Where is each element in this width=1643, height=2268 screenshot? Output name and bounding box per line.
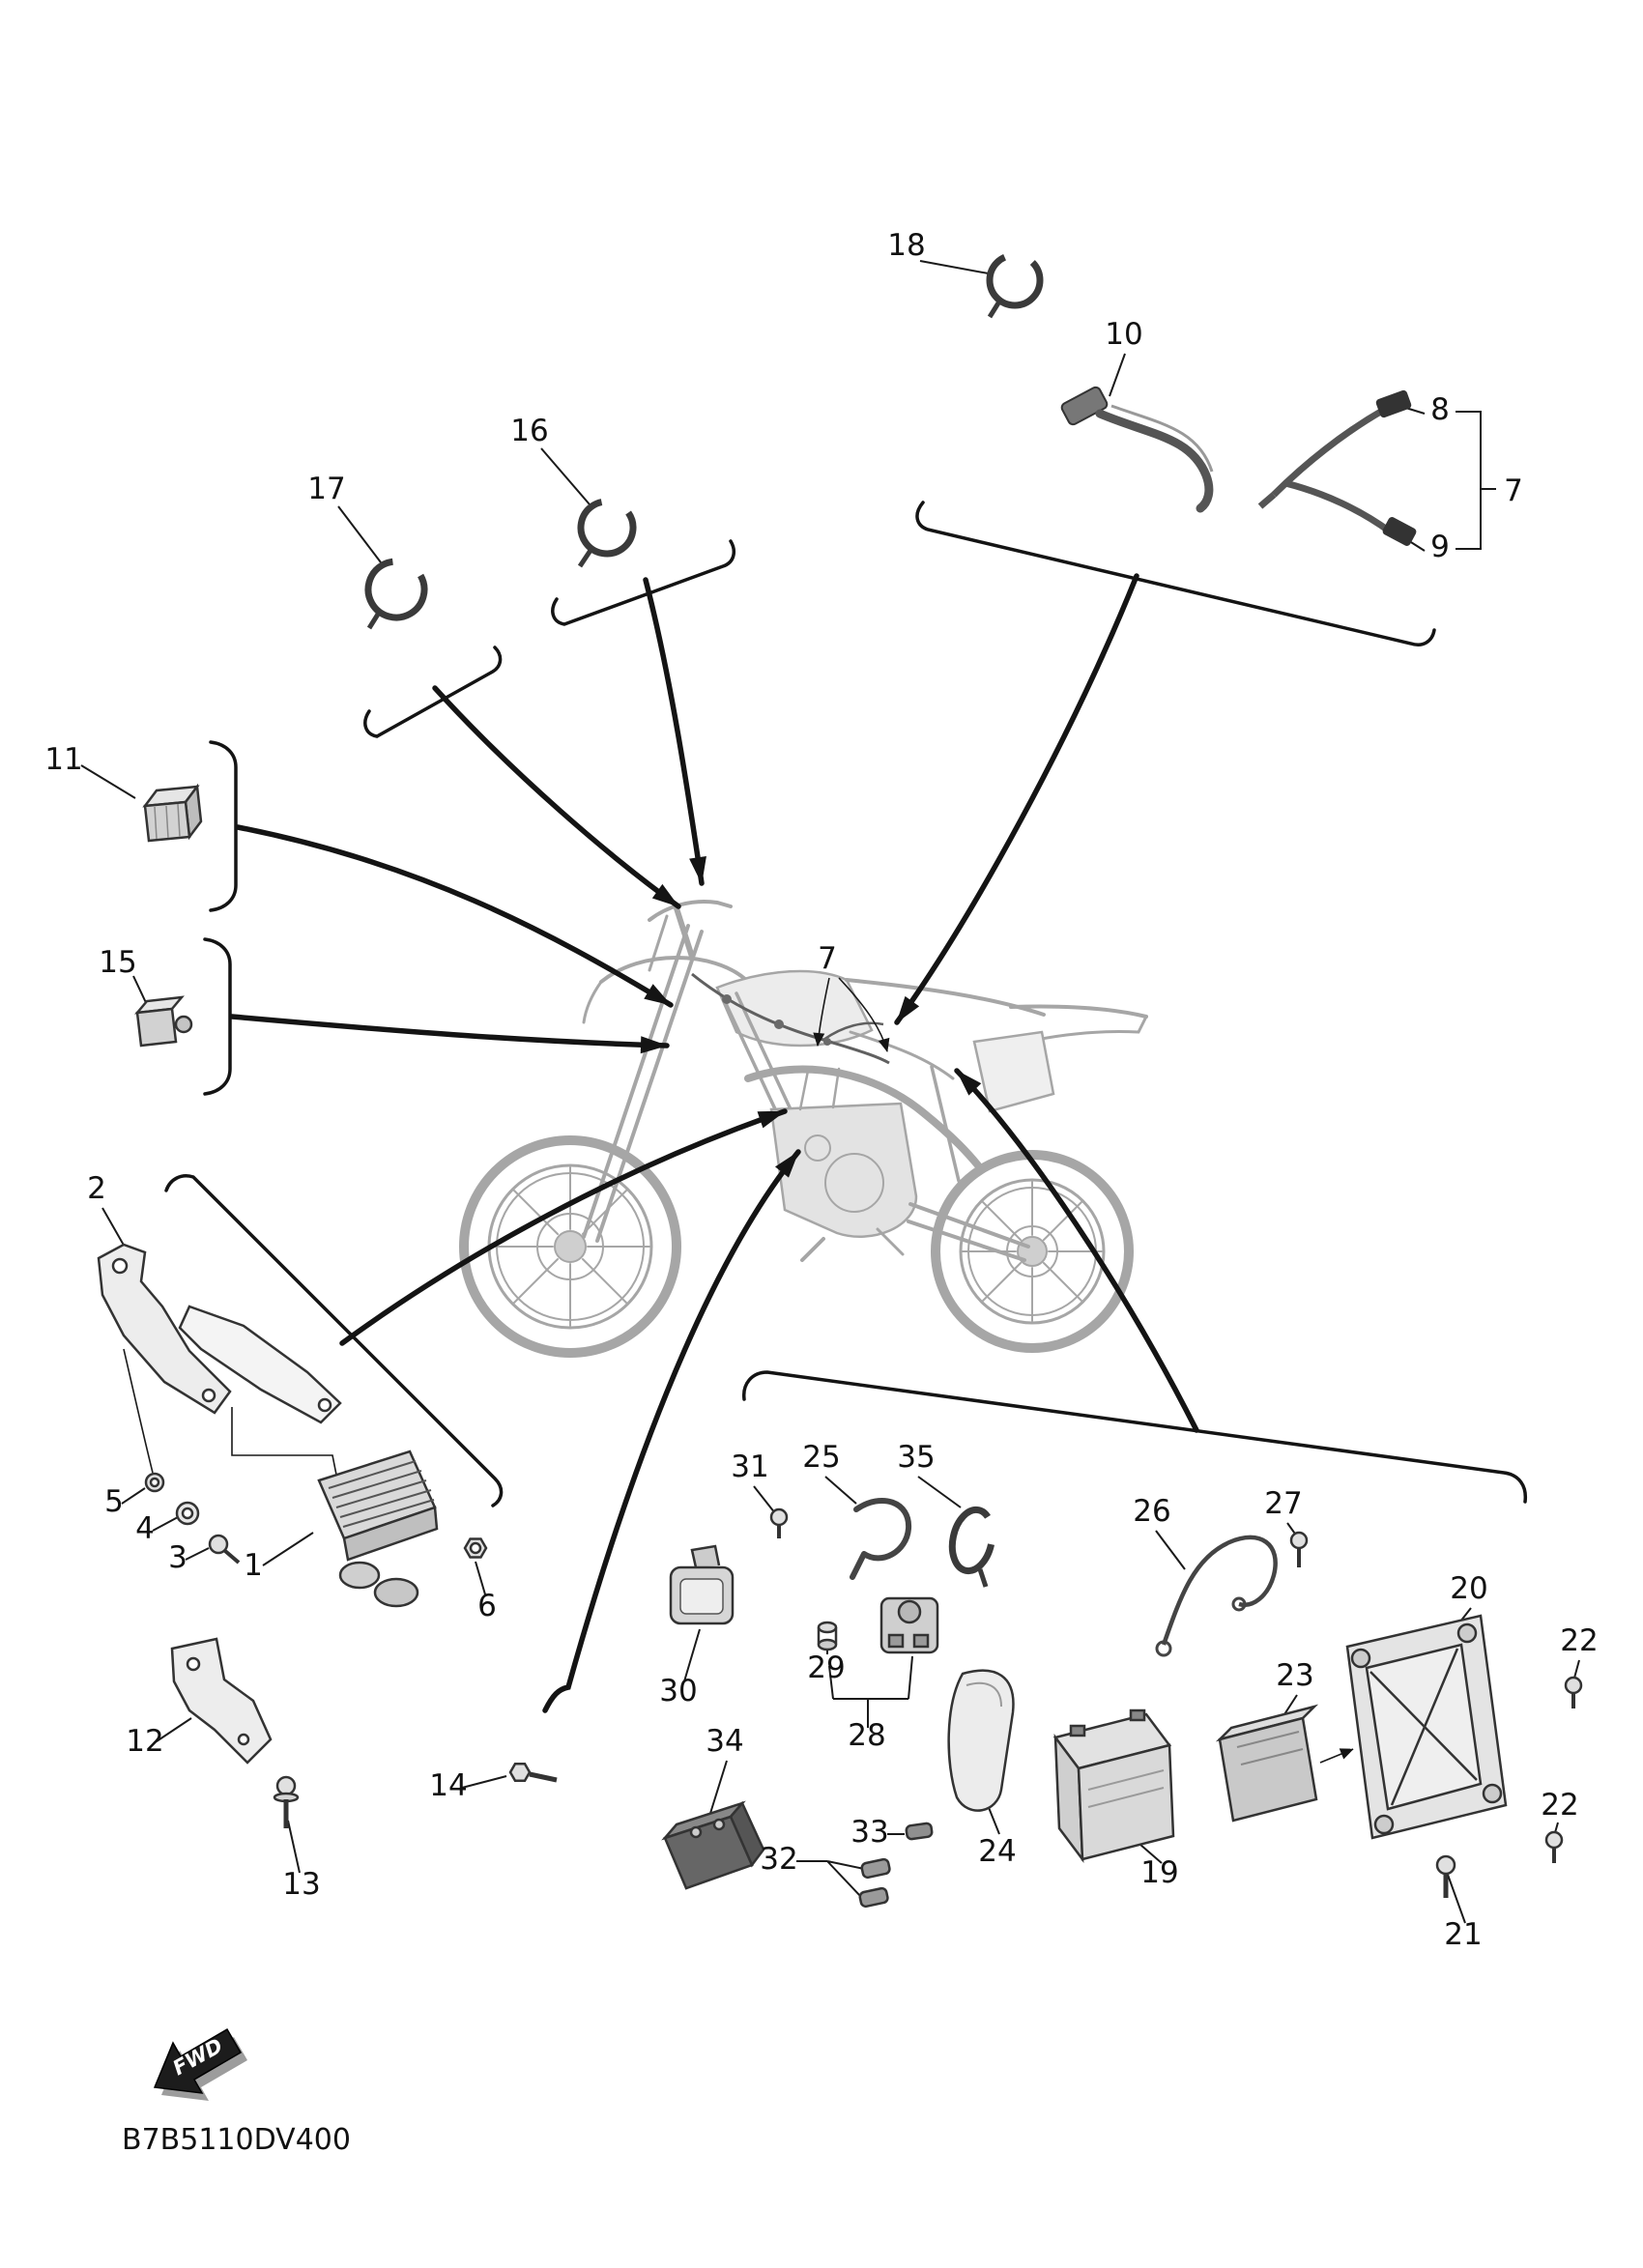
part-8-9-wires	[1257, 389, 1417, 546]
part-16-clamp	[577, 498, 637, 568]
connector-line-16	[643, 577, 706, 886]
bracket-7-right	[1456, 411, 1496, 550]
part-callout-7-mid: 7	[818, 941, 837, 976]
part-10-wire-lead	[1060, 386, 1214, 513]
group-connector-lines	[229, 573, 1199, 1713]
bracket-16	[551, 539, 736, 626]
connector-line-2-group	[339, 1108, 788, 1346]
part-28-relay	[879, 1596, 939, 1654]
part-callout-6: 6	[477, 1589, 497, 1623]
part-callout-23: 23	[1276, 1658, 1313, 1693]
bracket-2-group	[164, 1174, 504, 1507]
part-callout-20: 20	[1450, 1571, 1487, 1606]
part-22-bolt-lower	[1544, 1830, 1564, 1863]
bracket-11	[209, 740, 238, 912]
connector-line-15	[229, 1014, 670, 1054]
part-23-ecu	[1215, 1704, 1319, 1823]
part-callout-8: 8	[1430, 392, 1450, 427]
part-callout-29: 29	[807, 1651, 845, 1685]
part-22-bolt-upper	[1564, 1676, 1583, 1708]
part-callout-31: 31	[731, 1450, 768, 1484]
part-25-clamp	[850, 1498, 912, 1580]
bracket-bottom-group	[742, 1370, 1528, 1504]
part-14-bolt	[508, 1763, 558, 1783]
part-13-bolt	[273, 1775, 300, 1828]
part-27-bolt	[1289, 1531, 1309, 1567]
part-callout-19: 19	[1140, 1855, 1178, 1890]
part-11-sensor	[142, 783, 203, 843]
part-18-clamp	[986, 251, 1044, 319]
part-callout-10: 10	[1105, 317, 1142, 352]
motorcycle-illustration	[459, 900, 1148, 1358]
part-2-bracket	[97, 1243, 342, 1424]
part-callout-1: 1	[244, 1548, 263, 1583]
part-callout-11: 11	[44, 742, 82, 777]
part-callout-22-lower: 22	[1541, 1788, 1578, 1823]
part-29-collar	[817, 1621, 838, 1651]
connector-line-17	[432, 685, 681, 909]
part-30-relay	[669, 1544, 735, 1625]
fwd-direction-marker: FWD	[153, 2027, 247, 2101]
part-callout-13: 13	[282, 1867, 320, 1902]
part-callout-26: 26	[1133, 1494, 1170, 1529]
part-5-bolt	[144, 1472, 165, 1493]
part-20-stay	[1345, 1614, 1508, 1840]
part-17-clamp	[364, 558, 428, 630]
part-15-sensor	[134, 995, 193, 1048]
bracket-32	[796, 1860, 865, 1897]
part-callout-32: 32	[760, 1842, 797, 1877]
part-31-bolt	[769, 1507, 789, 1538]
part-callout-35: 35	[897, 1440, 935, 1475]
part-callout-4: 4	[135, 1511, 155, 1546]
part-callout-15: 15	[99, 945, 136, 980]
part-24-cover	[947, 1669, 1015, 1812]
part-callout-9: 9	[1430, 530, 1450, 564]
part-callout-2: 2	[87, 1171, 106, 1206]
part-6-nut	[463, 1537, 488, 1559]
harness-on-bike	[691, 972, 890, 1065]
part-illustrations	[97, 251, 1583, 1909]
part-21-bolt	[1435, 1854, 1456, 1898]
part-callout-22-upper: 22	[1560, 1623, 1598, 1658]
part-12-bracket	[170, 1637, 273, 1765]
part-callout-25: 25	[802, 1440, 840, 1475]
part-callout-3: 3	[168, 1540, 187, 1575]
diagram-code: B7B5110DV400	[122, 2123, 351, 2157]
part-callout-17: 17	[307, 472, 345, 506]
bracket-17	[363, 646, 503, 738]
part-callout-33: 33	[850, 1815, 888, 1850]
part-callout-14: 14	[429, 1768, 467, 1803]
part-34-starter-relay	[661, 1800, 765, 1890]
part-callout-28: 28	[848, 1718, 885, 1753]
part-callout-34: 34	[706, 1724, 743, 1759]
part-callout-30: 30	[659, 1674, 697, 1708]
bracket-28	[828, 1655, 913, 1728]
part-callout-21: 21	[1444, 1917, 1482, 1952]
bracket-7-group	[915, 501, 1436, 646]
part-26-wire	[1155, 1535, 1278, 1657]
part-callout-5: 5	[104, 1484, 124, 1519]
connector-line-bottom-b	[954, 1068, 1199, 1433]
part-callout-12: 12	[126, 1724, 163, 1759]
part-callout-24: 24	[978, 1834, 1016, 1869]
connector-line-7-group	[894, 573, 1139, 1025]
part-1-rectifier	[317, 1450, 439, 1608]
part-32-fuses	[858, 1857, 891, 1909]
part-callout-27: 27	[1264, 1486, 1302, 1521]
part-callout-7-right: 7	[1504, 474, 1523, 508]
part-callout-18: 18	[887, 228, 925, 263]
part-35-band	[948, 1506, 996, 1588]
part-33-fuse	[905, 1822, 934, 1841]
part-19-battery	[1052, 1708, 1175, 1863]
part-callout-16: 16	[510, 414, 548, 448]
part-3-bolt	[208, 1534, 241, 1565]
connector-line-bottom-a	[542, 1149, 801, 1713]
connector-line-11	[235, 824, 674, 1008]
part-4-washer	[175, 1501, 200, 1526]
bracket-15	[203, 937, 232, 1096]
group-brackets	[164, 501, 1528, 1507]
